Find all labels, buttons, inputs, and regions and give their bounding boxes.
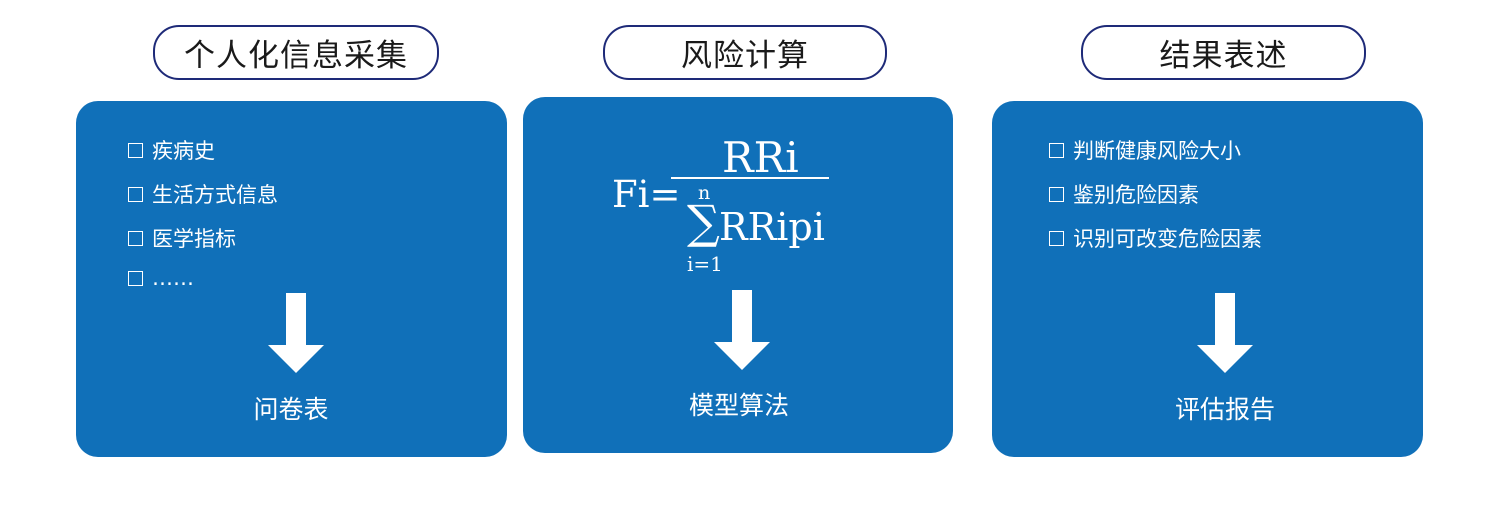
- list-item: 疾病史: [128, 135, 215, 165]
- sum-lower-limit: i=1: [687, 252, 723, 276]
- checkbox-icon: [1049, 142, 1064, 158]
- arrow-down-icon: [1197, 293, 1253, 373]
- checkbox-icon: [128, 142, 143, 158]
- checkbox-icon: [128, 186, 143, 202]
- sum-upper-limit: n: [698, 182, 711, 204]
- list-item-label: 鉴别危险因素: [1073, 183, 1199, 207]
- arrow-down-icon: [268, 293, 324, 373]
- list-item: 医学指标: [128, 223, 236, 253]
- step-2-result: 模型算法: [688, 391, 789, 420]
- list-item-label: ……: [152, 266, 194, 290]
- list-item: ……: [128, 266, 194, 290]
- list-item-label: 生活方式信息: [152, 183, 278, 207]
- checkbox-icon: [128, 230, 143, 246]
- fraction-bar: [671, 177, 829, 179]
- list-item-label: 医学指标: [152, 227, 236, 251]
- step-1-panel: 疾病史 生活方式信息 医学指标 …… 问卷表: [76, 101, 507, 457]
- sum-term: RRipi: [719, 205, 825, 249]
- step-3-title: 结果表述: [1081, 25, 1366, 80]
- step-3-panel: 判断健康风险大小 鉴别危险因素 识别可改变危险因素 评估报告: [992, 101, 1423, 457]
- checkbox-icon: [128, 270, 143, 286]
- list-item-label: 识别可改变危险因素: [1073, 227, 1262, 251]
- step-2-title: 风险计算: [603, 25, 887, 80]
- step-2-panel: Fi= RRi n ∑ RRipi i=1 模型算法: [523, 97, 953, 453]
- arrow-down-icon: [714, 290, 770, 370]
- list-item: 识别可改变危险因素: [1049, 223, 1262, 253]
- list-item: 生活方式信息: [128, 179, 278, 209]
- step-1-result: 问卷表: [253, 395, 329, 424]
- sum-symbol: ∑: [687, 195, 720, 249]
- step-1-title: 个人化信息采集: [153, 25, 439, 80]
- list-item: 判断健康风险大小: [1049, 135, 1241, 165]
- formula-numerator: RRi: [722, 133, 799, 182]
- checkbox-icon: [1049, 186, 1064, 202]
- step-3-result: 评估报告: [1174, 395, 1275, 424]
- list-item-label: 判断健康风险大小: [1073, 139, 1241, 163]
- checkbox-icon: [1049, 230, 1064, 246]
- list-item: 鉴别危险因素: [1049, 179, 1199, 209]
- formula-lhs: Fi=: [612, 173, 681, 216]
- list-item-label: 疾病史: [152, 139, 215, 163]
